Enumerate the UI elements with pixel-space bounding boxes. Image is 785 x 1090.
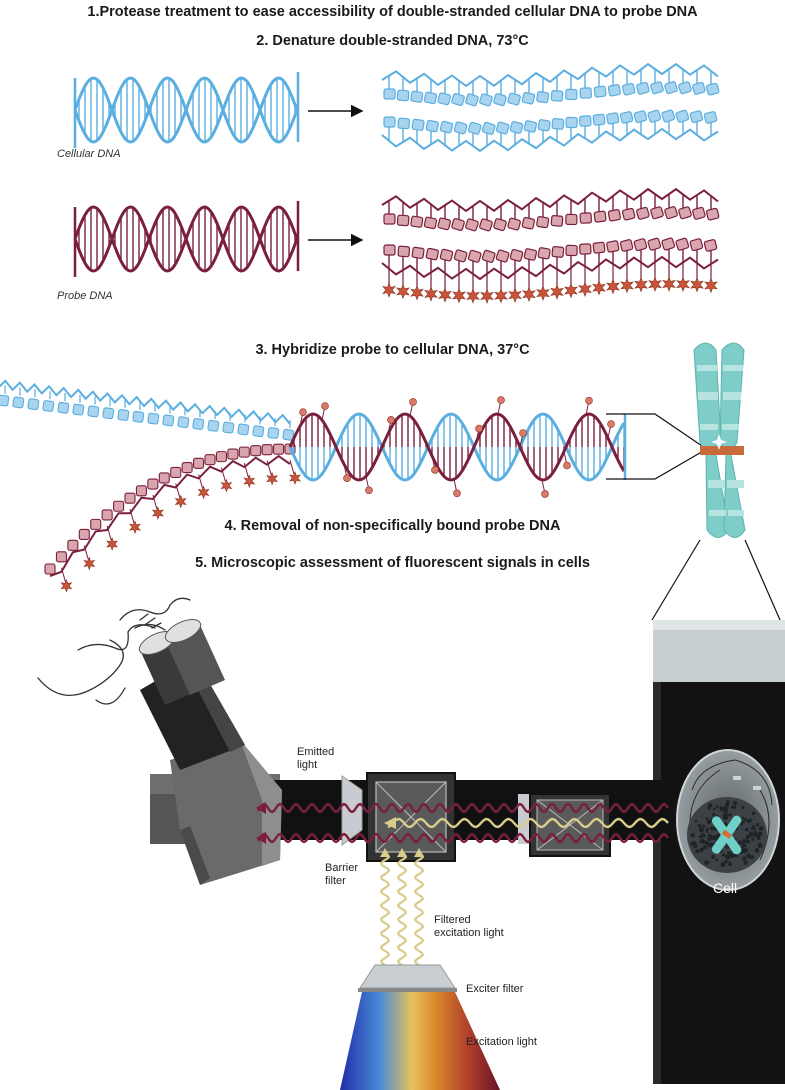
barrier-filter-label: Barrier filter [325, 862, 358, 888]
fluorophore-star-icon [536, 285, 550, 301]
emitted-light-label: Emitted light [297, 746, 334, 772]
microscope-icon [138, 619, 282, 885]
fluorophore-star-icon [606, 278, 620, 295]
cellular-dna-caption: Cellular DNA [57, 148, 121, 160]
exciter-filter-icon [358, 964, 457, 992]
dichroic-mirror-box [366, 772, 456, 862]
probe-single-strand-bottom [381, 237, 719, 304]
fluorophore-star-icon [382, 282, 396, 298]
fluorophore-star-icon [676, 276, 690, 293]
cellular-single-strand-top [381, 62, 720, 107]
fluorophore-star-icon [424, 286, 438, 302]
fluorophore-star-icon [197, 485, 210, 500]
hand-icon [37, 597, 191, 705]
fluorophore-star-icon [452, 287, 466, 304]
hybrid-unpaired-tails [0, 379, 301, 593]
fluorophore-star-icon [466, 288, 480, 304]
filtered-label-line2: excitation light [434, 927, 504, 939]
fluorophore-star-icon [620, 277, 634, 294]
fluorophore-star-icon [634, 276, 648, 293]
fluorophore-star-icon [648, 276, 662, 293]
cell-icon [676, 749, 780, 891]
zoom-line-top [606, 413, 706, 449]
fluorophore-star-icon [266, 471, 279, 486]
step-4-heading: 4. Removal of non-specifically bound pro… [224, 518, 561, 534]
fluorophore-star-icon [106, 537, 119, 551]
zoom-line-right [744, 539, 781, 621]
light-waves [256, 802, 669, 966]
excitation-light-label: Excitation light [466, 1036, 537, 1048]
filtered-excitation-label: Filtered excitation light [434, 914, 504, 940]
cellular-dna-helix-icon [73, 72, 300, 148]
probe-dna-helix-icon [73, 201, 300, 277]
fluorophore-star-icon [564, 282, 578, 299]
objective-box [518, 793, 611, 857]
fluorophore-star-icon [243, 474, 256, 488]
emitted-label-line2: light [297, 759, 318, 771]
fluorophore-star-icon [83, 556, 96, 571]
zoom-line-bottom [606, 449, 706, 480]
hybridized-helix-icon [288, 396, 627, 498]
fluorophore-star-icon [550, 284, 564, 300]
fluorophore-star-icon [438, 287, 452, 303]
fluorophore-star-icon [522, 286, 536, 303]
fluorophore-star-icon [289, 471, 301, 485]
fluorophore-star-icon [151, 506, 164, 520]
step-2-heading: 2. Denature double-stranded DNA, 73°C [256, 33, 529, 49]
fluorophore-star-icon [410, 284, 424, 301]
filtered-label-line1: Filtered [434, 914, 471, 926]
probe-dna-caption: Probe DNA [57, 290, 113, 302]
fluorophore-star-icon [220, 478, 233, 493]
cellular-single-strand-bottom [381, 109, 719, 153]
exciter-filter-label: Exciter filter [466, 983, 524, 995]
cell-label: Cell [713, 880, 738, 896]
step-5-heading: 5. Microscopic assessment of fluorescent… [195, 555, 590, 571]
fluorophore-star-icon [592, 279, 606, 296]
step-3-heading: 3. Hybridize probe to cellular DNA, 37°C [255, 342, 530, 358]
probe-single-strand-top [381, 187, 720, 232]
barrier-label-line2: filter [325, 875, 346, 887]
fluorophore-star-icon [396, 283, 410, 300]
zoom-line-left [651, 539, 701, 621]
fluorophore-star-icon [508, 287, 522, 303]
excitation-light-spectrum [340, 992, 500, 1090]
fluorophore-star-icon [704, 277, 718, 294]
fluorophore-star-icon [662, 276, 676, 292]
fluorophore-star-icon [494, 287, 508, 304]
barrier-label-line1: Barrier [325, 862, 359, 874]
fluorophore-star-icon [174, 494, 187, 509]
emitted-label-line1: Emitted [297, 746, 335, 758]
fluorophore-star-icon [480, 288, 494, 304]
fluorophore-star-icon [60, 578, 73, 593]
fluorophore-star-icon [578, 281, 592, 297]
barrier-filter-icon [341, 775, 363, 846]
fluorophore-star-icon [690, 276, 704, 293]
chromosome-icon [693, 342, 746, 538]
step-1-heading: 1.Protease treatment to ease accessibili… [87, 4, 698, 20]
fluorophore-star-icon [129, 520, 141, 535]
